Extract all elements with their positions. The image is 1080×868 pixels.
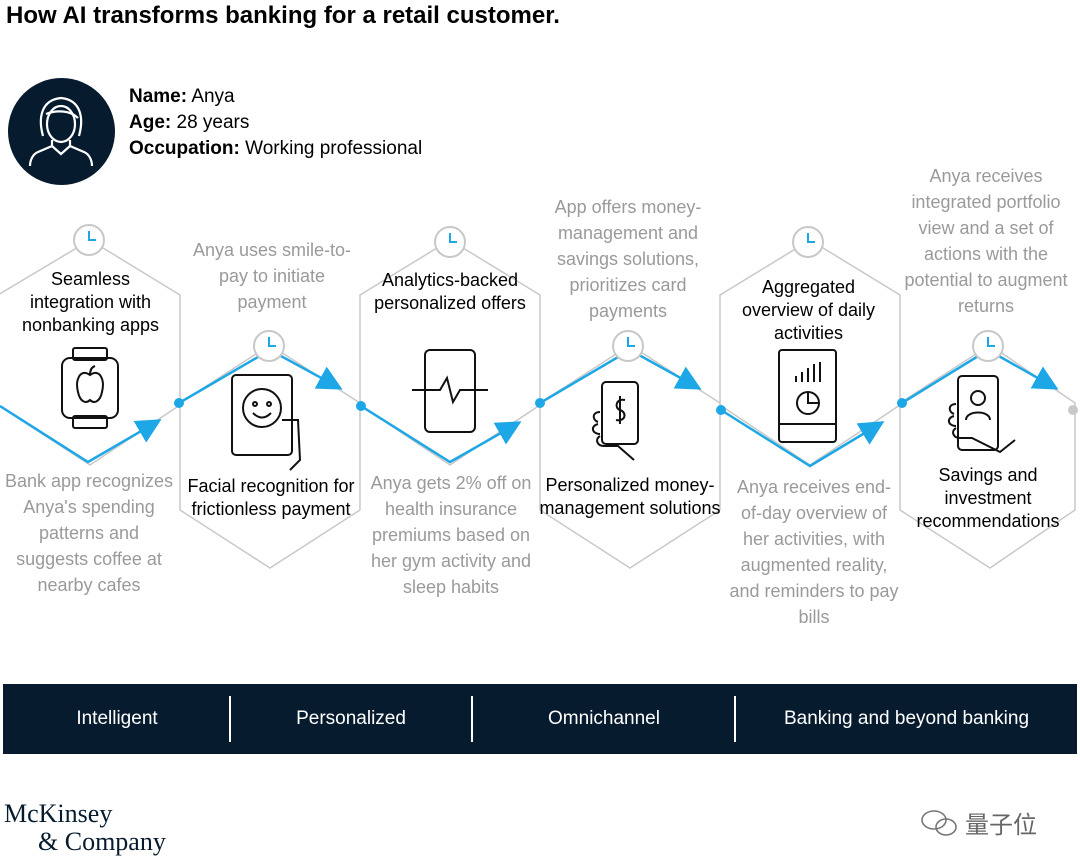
pillar-personalized: Personalized bbox=[296, 708, 406, 729]
tablet-charts-icon bbox=[778, 349, 837, 443]
watermark-text: 量子位 bbox=[965, 812, 1037, 839]
age-value: 28 years bbox=[176, 112, 250, 133]
pillars-bar: Intelligent Personalized Omnichannel Ban… bbox=[3, 684, 1077, 754]
hexagon-step-5 bbox=[719, 239, 901, 466]
occupation-label: Occupation: bbox=[129, 138, 240, 159]
clock-icon bbox=[253, 330, 285, 362]
journey-line-1 bbox=[0, 404, 162, 464]
clock-icon bbox=[434, 226, 466, 258]
heartbeat-phone-icon bbox=[412, 349, 488, 433]
journey-line-5 bbox=[720, 408, 885, 468]
step-2-title: Facial recognition for frictionless paym… bbox=[187, 476, 355, 519]
clock-icon bbox=[73, 224, 105, 256]
step-4-description: App offers money-management and savings … bbox=[554, 197, 702, 321]
phone-dollar-icon bbox=[592, 381, 639, 461]
journey-node-2 bbox=[356, 401, 366, 411]
journey-line-3 bbox=[360, 404, 522, 464]
name-label: Name: bbox=[129, 86, 188, 107]
step-4-title: Personalized money-management solutions bbox=[539, 475, 721, 518]
journey-node-3 bbox=[535, 398, 545, 408]
journey-end-node bbox=[1068, 405, 1078, 415]
pillar-divider bbox=[734, 696, 736, 742]
step-3-title: Analytics-backed personalized offers bbox=[374, 270, 526, 313]
profile-age-row: Age: 28 years bbox=[129, 110, 422, 136]
name-value: Anya bbox=[191, 86, 235, 107]
user-avatar-icon bbox=[8, 78, 115, 185]
clock-icon bbox=[972, 330, 1004, 362]
hexagon-step-6 bbox=[899, 344, 1076, 569]
journey-node-4 bbox=[716, 405, 726, 415]
step-6-description: Anya receives integrated portfolio view … bbox=[904, 166, 1068, 316]
step-5-title: Aggregated overview of daily activities bbox=[741, 277, 876, 343]
pillar-divider bbox=[229, 696, 231, 742]
logo-line-2: & Company bbox=[38, 827, 166, 856]
pillar-banking-beyond: Banking and beyond banking bbox=[783, 708, 1030, 729]
clock-icon bbox=[792, 226, 824, 258]
hexagon-step-1 bbox=[0, 239, 181, 466]
wechat-icon bbox=[921, 810, 957, 836]
phone-advisor-icon bbox=[948, 375, 1016, 454]
step-2-description: Anya uses smile-to-pay to initiate payme… bbox=[192, 240, 352, 312]
journey-node-1 bbox=[174, 398, 184, 408]
step-1-title: Seamless integration with nonbanking app… bbox=[21, 269, 160, 335]
journey-line-2 bbox=[178, 348, 343, 405]
age-label: Age: bbox=[129, 112, 172, 133]
step-6-title: Savings and investment recommendations bbox=[916, 465, 1060, 531]
pillar-intelligent: Intelligent bbox=[76, 708, 158, 729]
pillar-divider bbox=[471, 696, 473, 742]
face-recognition-icon bbox=[231, 374, 302, 471]
mckinsey-logo: McKinsey & Company bbox=[4, 800, 166, 856]
smartwatch-icon bbox=[61, 347, 119, 429]
hexagon-step-2 bbox=[179, 344, 361, 569]
page-title: How AI transforms banking for a retail c… bbox=[6, 2, 560, 29]
profile-name-row: Name: Anya bbox=[129, 84, 422, 110]
step-1-description: Bank app recognizes Anya's spending patt… bbox=[4, 471, 174, 595]
logo-line-1: McKinsey bbox=[4, 799, 113, 828]
clock-icon bbox=[612, 330, 644, 362]
occupation-value: Working professional bbox=[245, 138, 423, 159]
step-5-description: Anya receives end-of-day overview of her… bbox=[729, 477, 899, 627]
profile-occupation-row: Occupation: Working professional bbox=[129, 136, 422, 162]
profile-info: Name: Anya Age: 28 years Occupation: Wor… bbox=[129, 84, 422, 162]
journey-node-5 bbox=[897, 398, 907, 408]
journey-diagram bbox=[0, 224, 1078, 569]
step-3-description: Anya gets 2% off on health insurance pre… bbox=[370, 473, 532, 597]
pillar-omnichannel: Omnichannel bbox=[548, 708, 660, 729]
